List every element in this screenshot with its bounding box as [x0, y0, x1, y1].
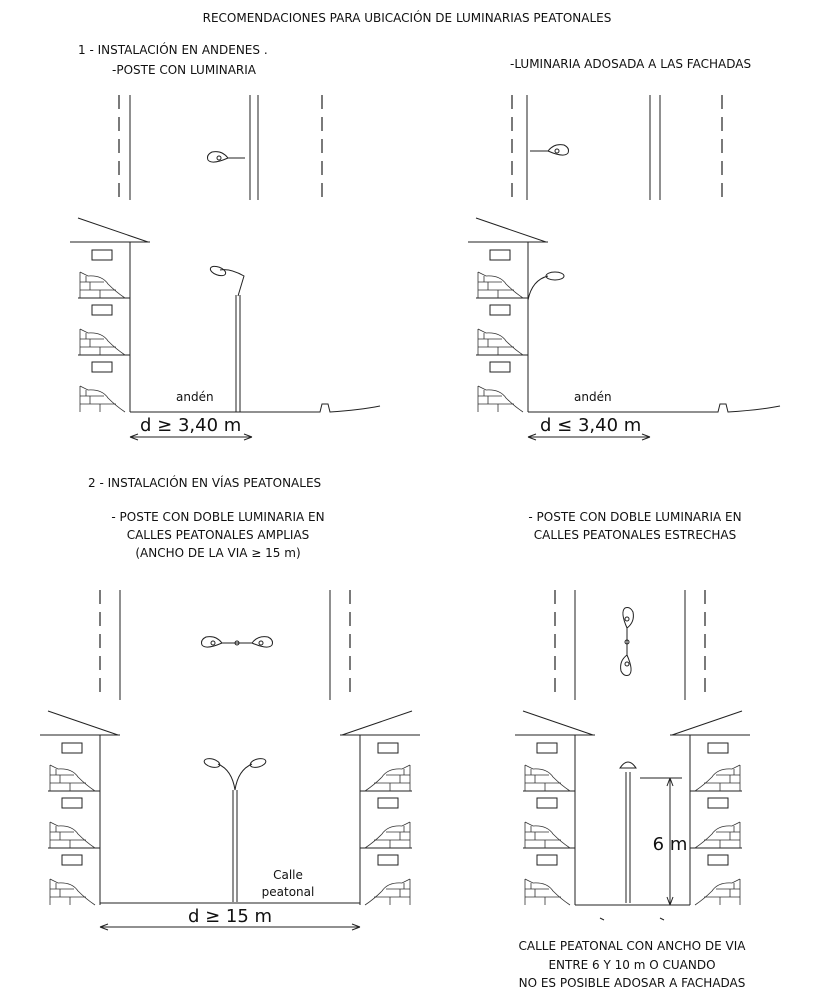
plan-view-wide-street	[99, 590, 351, 700]
elevation-facade	[468, 218, 781, 441]
street-label-1: Calle	[273, 868, 303, 882]
caption-line-2: ENTRE 6 Y 10 m O CUANDO	[548, 958, 715, 972]
section2-left-subtitle-2: CALLES PEATONALES AMPLIAS	[127, 528, 310, 542]
section2-left-subtitle-3: (ANCHO DE LA VIA ≥ 15 m)	[135, 546, 300, 560]
section1-heading: 1 - INSTALACIÓN EN ANDENES .	[78, 42, 268, 57]
street-label-2: peatonal	[262, 885, 315, 899]
plan-view-narrow-street	[554, 590, 706, 700]
section2-right-subtitle-1: - POSTE CON DOBLE LUMINARIA EN	[528, 510, 741, 524]
elevation-wide-street	[40, 711, 420, 931]
section2-heading: 2 - INSTALACIÓN EN VÍAS PEATONALES	[88, 475, 321, 490]
section1-left-subtitle: -POSTE CON LUMINARIA	[112, 63, 257, 77]
caption-line-1: CALLE PEATONAL CON ANCHO DE VIA	[519, 939, 747, 953]
sidewalk-label-right: andén	[574, 390, 612, 404]
dimension-wide-street: d ≥ 15 m	[188, 906, 272, 927]
caption-line-3: NO ES POSIBLE ADOSAR A FACHADAS	[519, 976, 746, 990]
plan-view-facade	[511, 95, 723, 200]
dimension-left: d ≥ 3,40 m	[140, 415, 241, 436]
section2-left-subtitle-1: - POSTE CON DOBLE LUMINARIA EN	[111, 510, 324, 524]
dimension-right: d ≤ 3,40 m	[540, 415, 641, 436]
page-title: RECOMENDACIONES PARA UBICACIÓN DE LUMINA…	[203, 10, 612, 25]
height-dimension: 6 m	[653, 834, 688, 855]
sidewalk-label-left: andén	[176, 390, 214, 404]
section1-right-subtitle: -LUMINARIA ADOSADA A LAS FACHADAS	[510, 57, 751, 71]
elevation-pole	[70, 218, 381, 441]
elevation-narrow-street	[515, 711, 750, 921]
section2-right-subtitle-2: CALLES PEATONALES ESTRECHAS	[534, 528, 736, 542]
plan-view-pole	[118, 95, 323, 200]
